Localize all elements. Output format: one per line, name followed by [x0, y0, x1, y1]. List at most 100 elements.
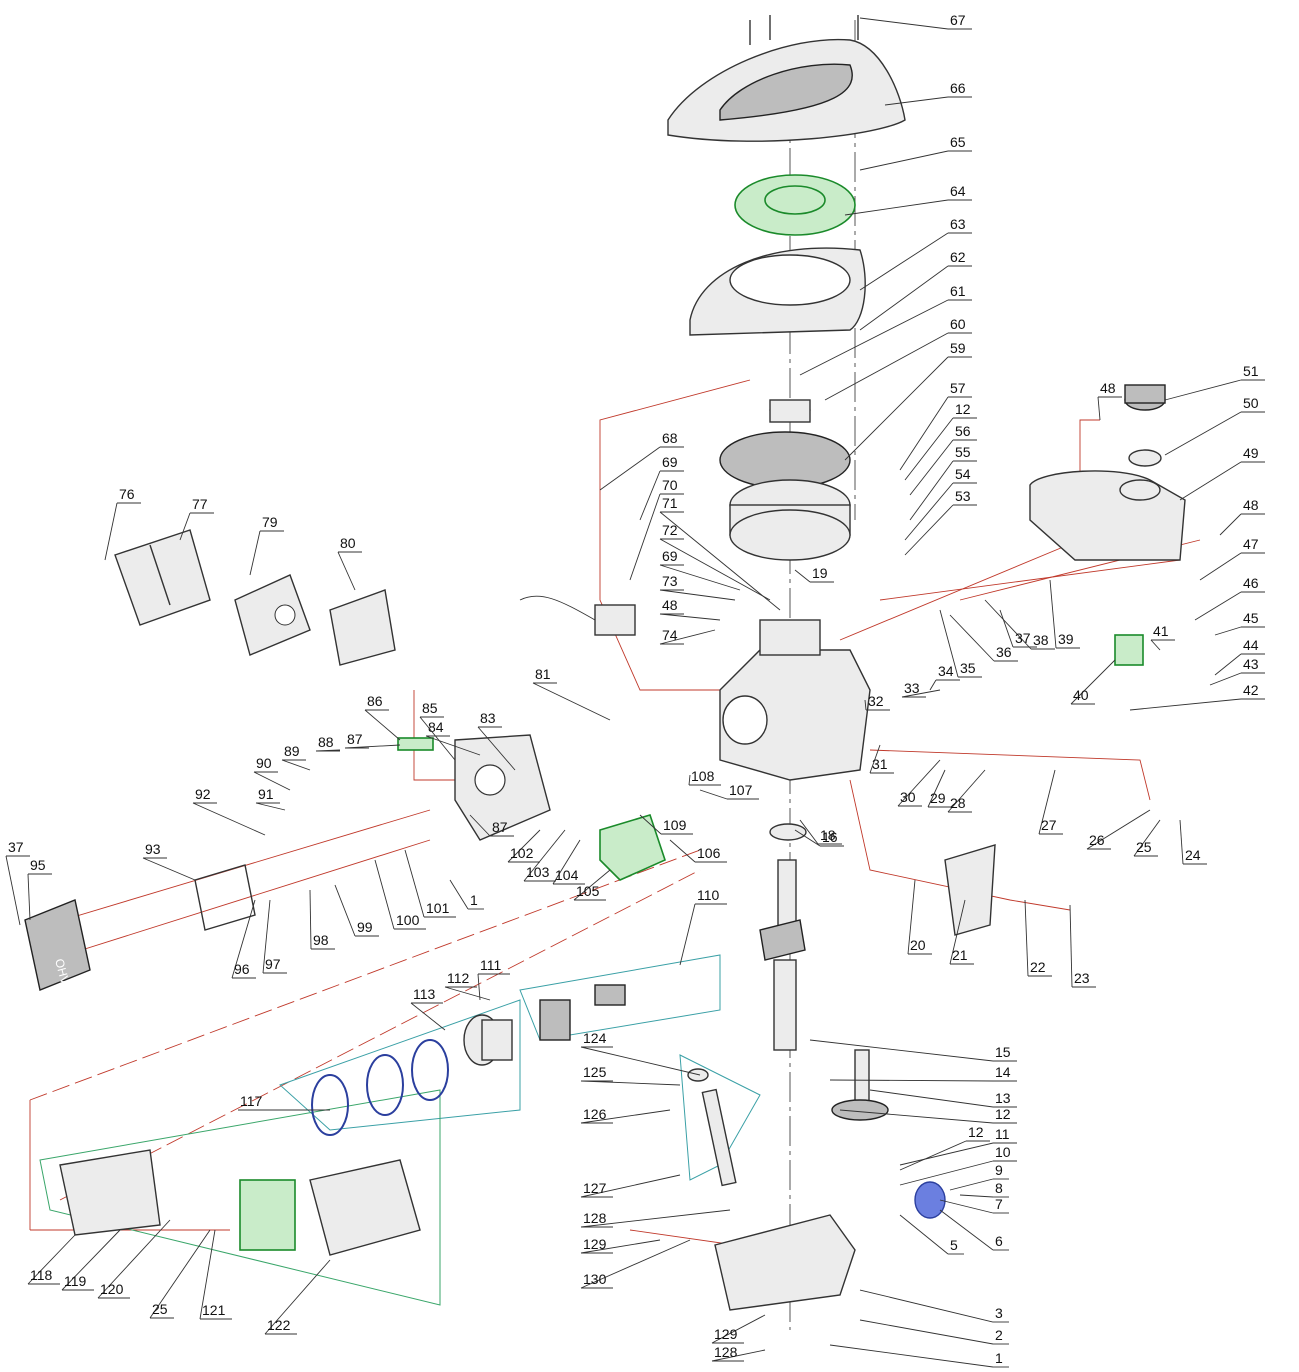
callout-label: 61 — [950, 283, 966, 299]
rocker-cover: OHV — [24, 899, 91, 991]
piston — [311, 1014, 513, 1136]
callout-leader — [1219, 513, 1242, 536]
callout-leader — [679, 903, 696, 966]
callout-leader — [449, 879, 469, 910]
callout-leader — [1150, 639, 1161, 651]
muffler — [234, 574, 311, 656]
callout-label: 72 — [662, 522, 678, 538]
callout-leader — [859, 17, 949, 30]
callout-leader — [711, 1314, 766, 1344]
callout-label: 127 — [583, 1180, 607, 1196]
callout-leader — [859, 1289, 994, 1323]
callout-label: 97 — [265, 956, 281, 972]
callout-leader — [444, 986, 491, 1001]
callout-label: 55 — [955, 444, 971, 460]
callout-label: 67 — [950, 12, 966, 28]
callout-leader — [901, 689, 941, 698]
callout-label: 32 — [868, 693, 884, 709]
carburetor — [599, 814, 666, 881]
callout-leader — [281, 759, 311, 771]
callout-leader — [580, 1239, 691, 1289]
callout-label: 63 — [950, 216, 966, 232]
callout-leader — [939, 1199, 994, 1214]
callout-label: 5 — [950, 1237, 958, 1253]
callout-label: 104 — [555, 867, 579, 883]
callout-leader — [659, 564, 741, 591]
valve-cover — [114, 529, 211, 626]
callout-label: 105 — [576, 883, 600, 899]
callout-leader — [1129, 698, 1242, 711]
callout-label: 40 — [1073, 687, 1089, 703]
callout-label: 106 — [697, 845, 721, 861]
callout-leader — [799, 819, 819, 845]
callout-label: 14 — [995, 1064, 1011, 1080]
callout-label: 48 — [1100, 380, 1116, 396]
callout-leader — [1164, 411, 1242, 456]
callout-leader — [844, 356, 949, 461]
callout-label: 22 — [1030, 959, 1046, 975]
callout-label: 36 — [996, 644, 1012, 660]
camshaft — [831, 1049, 889, 1121]
crankshaft — [759, 823, 807, 1051]
callout-leader — [904, 482, 954, 541]
callout-label: 50 — [1243, 395, 1259, 411]
callout-leader — [469, 814, 491, 837]
callout-leader — [27, 1234, 76, 1285]
callout-label: 124 — [583, 1030, 607, 1046]
callout-leader — [580, 1080, 681, 1086]
callout-label: 34 — [938, 663, 954, 679]
callout-label: 80 — [340, 535, 356, 551]
governor-gear — [914, 1181, 946, 1219]
callout-label: 129 — [583, 1236, 607, 1252]
callout-label: 90 — [256, 755, 272, 771]
callout-leader — [1097, 396, 1101, 421]
callout-leader — [799, 299, 949, 376]
callout-leader — [580, 1174, 681, 1198]
fuel-tank — [1029, 384, 1186, 561]
callout-label: 96 — [234, 961, 250, 977]
callout-leader — [899, 1140, 967, 1171]
callout-label: 28 — [950, 795, 966, 811]
callout-leader — [477, 973, 481, 1001]
callout-label: 41 — [1153, 623, 1169, 639]
callout-label: 2 — [995, 1327, 1003, 1343]
callout-leader — [344, 744, 401, 749]
callout-label: 89 — [284, 743, 300, 759]
callout-leader — [580, 1046, 701, 1076]
callout-label: 65 — [950, 134, 966, 150]
callout-leader — [1164, 379, 1242, 401]
callout-label: 86 — [367, 693, 383, 709]
callout-label: 83 — [480, 710, 496, 726]
callout-label: 11 — [995, 1126, 1010, 1142]
callout-leader — [829, 1344, 994, 1368]
callout-label: 62 — [950, 249, 966, 265]
callout-leader — [1049, 579, 1057, 649]
callout-label: 20 — [910, 937, 926, 953]
callout-label: 45 — [1243, 610, 1259, 626]
callout-leader — [659, 511, 781, 611]
callout-leader — [523, 829, 566, 882]
callout-label: 79 — [262, 514, 278, 530]
air-cleaner — [59, 1149, 421, 1256]
callout-leader — [425, 735, 481, 756]
callout-label: 47 — [1243, 536, 1259, 552]
callout-leader — [859, 232, 949, 291]
callout-label: 68 — [662, 430, 678, 446]
callout-label: 76 — [119, 486, 135, 502]
callout-leader — [699, 789, 728, 800]
callout-leader — [364, 709, 401, 741]
callout-label: 8 — [995, 1180, 1003, 1196]
callout-leader — [404, 849, 425, 918]
callout-label: 31 — [872, 756, 888, 772]
callout-label: 56 — [955, 423, 971, 439]
callout-leader — [899, 1142, 994, 1166]
callout-label: 25 — [152, 1301, 168, 1317]
callout-label: 59 — [950, 340, 966, 356]
callout-leader — [309, 889, 312, 950]
group-outlines — [39, 954, 761, 1306]
callout-leader — [899, 1160, 994, 1186]
callout-label: 101 — [426, 900, 450, 916]
callout-label: 99 — [357, 919, 373, 935]
callout-label: 6 — [995, 1233, 1003, 1249]
callout-label: 93 — [145, 841, 161, 857]
